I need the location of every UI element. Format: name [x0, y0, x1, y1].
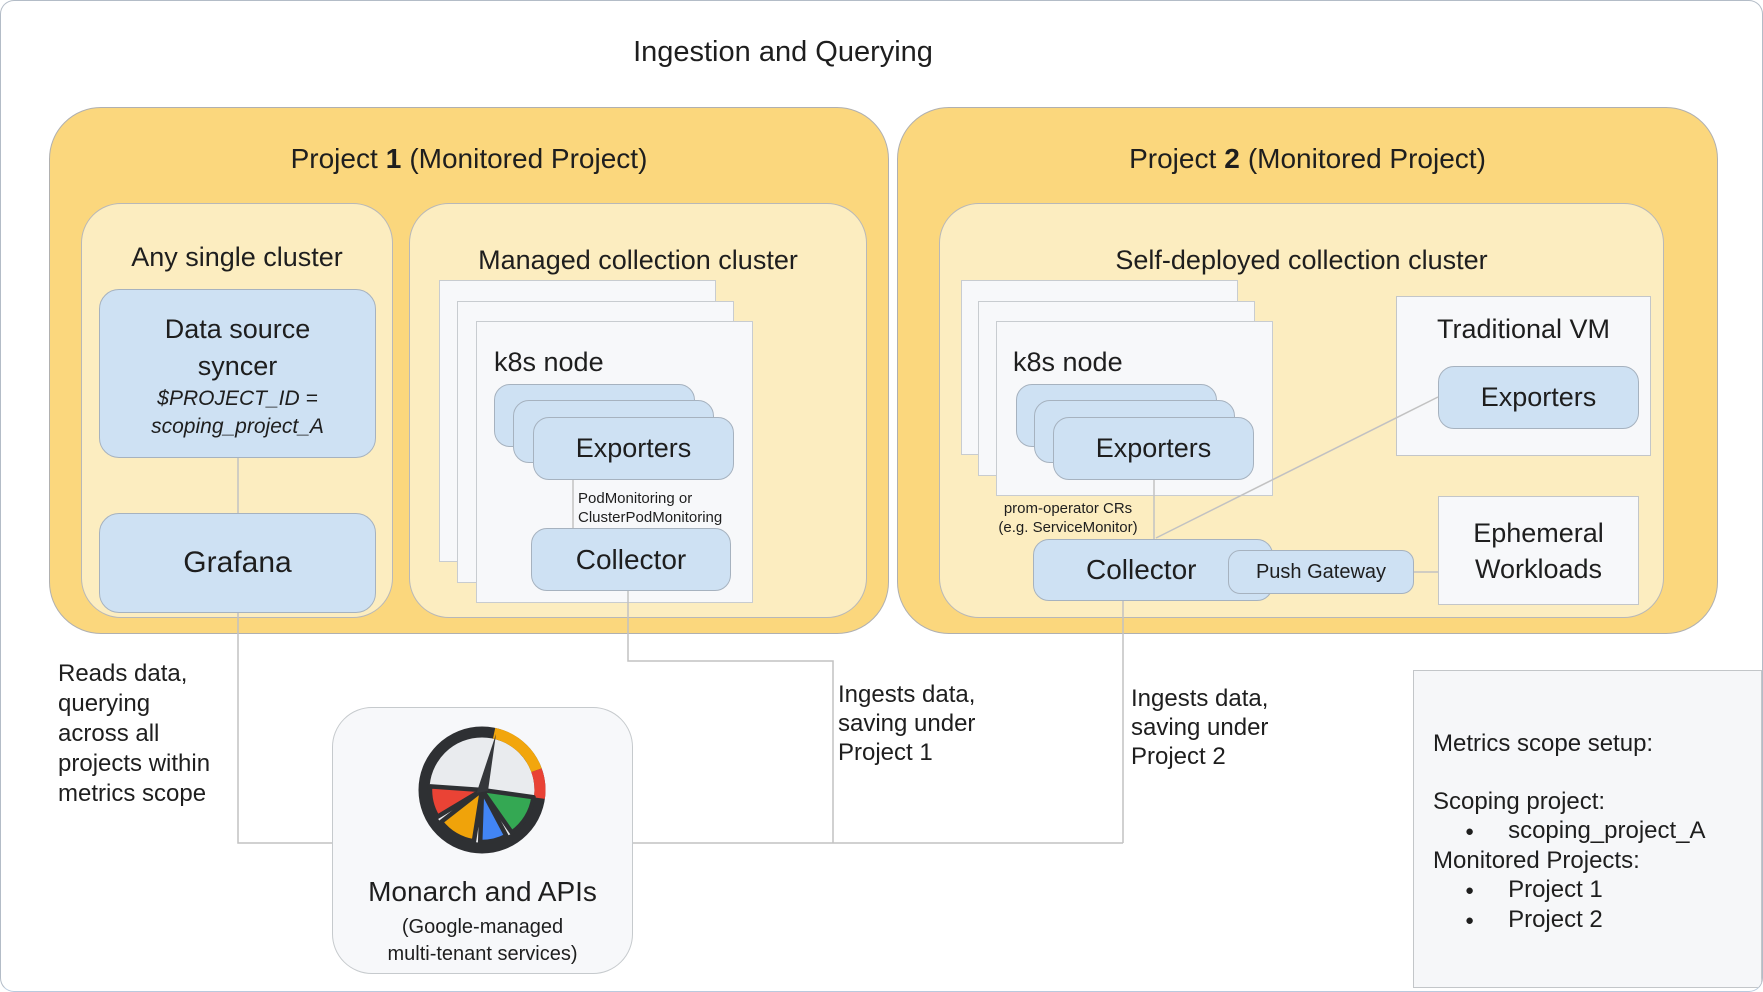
- monarch-subtitle-line2: multi-tenant services): [387, 943, 578, 965]
- p1-config-note-line2: ClusterPodMonitoring: [578, 508, 723, 526]
- grafana-to-monarch-line: [237, 613, 332, 844]
- ephemeral-workloads-line1: Ephemeral: [1473, 517, 1604, 548]
- data-source-syncer-title-line2: syncer: [197, 350, 278, 381]
- ingest-project2-line3: Project 2: [1131, 743, 1226, 770]
- metrics-scope-monitored-value-1: Project 1: [1508, 876, 1603, 903]
- data-source-syncer-title-line1: Data source: [164, 313, 311, 344]
- project1-label-suffix: (Monitored Project): [409, 143, 648, 174]
- reads-data-line5: metrics scope: [58, 780, 207, 807]
- traditional-vm-exporters-box: Exporters: [1438, 366, 1639, 429]
- monarch-title: Monarch and APIs: [368, 876, 597, 907]
- ingest-project1-line3: Project 1: [838, 739, 933, 766]
- reads-data-line3: across all: [58, 720, 160, 747]
- metrics-scope-monitored-label: Monitored Projects:: [1433, 847, 1640, 874]
- p2-collector-box: Collector: [1033, 539, 1273, 601]
- monitoring-gauge-icon: [418, 726, 546, 854]
- push-gateway-box: Push Gateway: [1228, 550, 1414, 594]
- p2-exporters-box-front: Exporters: [1053, 417, 1254, 480]
- ingest-project2-line2: saving under: [1131, 714, 1269, 741]
- ephemeral-workloads-line2: Workloads: [1474, 553, 1603, 584]
- project1-label-number: 1: [385, 143, 402, 174]
- data-source-syncer-param-line2: scoping_project_A: [151, 414, 324, 438]
- metrics-scope-box: [1413, 670, 1762, 988]
- ingest-project1-annotation: Ingests data, saving under Project 1: [838, 680, 975, 767]
- traditional-vm-label: Traditional VM: [1436, 314, 1611, 344]
- monarch-subtitle: (Google-managed multi-tenant services): [332, 914, 633, 968]
- ingest-project2-annotation: Ingests data, saving under Project 2: [1131, 684, 1268, 771]
- project2-label-suffix: (Monitored Project): [1247, 143, 1486, 174]
- bullet-icon: ●: [1465, 823, 1475, 840]
- data-source-syncer-box: Data source syncer $PROJECT_ID = scoping…: [99, 289, 376, 458]
- any-single-cluster-label: Any single cluster: [131, 242, 343, 272]
- grafana-box: Grafana: [99, 513, 376, 613]
- diagram-title: Ingestion and Querying: [633, 36, 933, 68]
- p2-config-note-line1: prom-operator CRs: [1003, 500, 1133, 517]
- metrics-scope-scoping-label: Scoping project:: [1433, 788, 1606, 815]
- project1-label-prefix: Project: [290, 143, 378, 174]
- ingest-project1-line1: Ingests data,: [838, 681, 976, 708]
- p2-config-note-line2: (e.g. ServiceMonitor): [998, 518, 1138, 536]
- metrics-scope-monitored-item-1: ● Project 1: [1433, 875, 1753, 905]
- bullet-icon: ●: [1465, 882, 1475, 899]
- self-deployed-cluster-label: Self-deployed collection cluster: [1115, 245, 1488, 275]
- project2-label-number: 2: [1224, 143, 1240, 174]
- p2-config-note: prom-operator CRs (e.g. ServiceMonitor): [983, 500, 1153, 537]
- p1-exporters-box-front: Exporters: [533, 417, 734, 480]
- p2-k8s-node-label: k8s node: [1013, 347, 1123, 377]
- data-source-syncer-param-line1: $PROJECT_ID =: [157, 386, 318, 410]
- p1-config-note-line1: PodMonitoring or: [578, 490, 693, 507]
- bullet-icon: ●: [1465, 912, 1475, 929]
- p1-collector-box: Collector: [531, 528, 731, 591]
- metrics-scope-monitored-item-2: ● Project 2: [1433, 905, 1753, 935]
- reads-data-line1: Reads data,: [58, 660, 188, 687]
- ephemeral-workloads-box: Ephemeral Workloads: [1438, 496, 1639, 605]
- p1-config-note: PodMonitoring or ClusterPodMonitoring: [578, 490, 722, 527]
- metrics-scope-scoping-item: ● scoping_project_A: [1433, 816, 1753, 846]
- monarch-subtitle-line1: (Google-managed: [401, 916, 564, 938]
- metrics-scope-title: Metrics scope setup:: [1433, 730, 1654, 757]
- metrics-scope-content: Metrics scope setup: Scoping project: ● s…: [1433, 729, 1753, 935]
- managed-collection-cluster-label: Managed collection cluster: [478, 245, 798, 275]
- reads-data-line2: querying: [58, 690, 151, 717]
- reads-data-line4: projects within: [58, 750, 211, 777]
- reads-data-annotation: Reads data, querying across all projects…: [58, 659, 210, 809]
- metrics-scope-scoping-value: scoping_project_A: [1508, 817, 1706, 844]
- p1-k8s-node-label: k8s node: [494, 347, 604, 377]
- project2-label-prefix: Project: [1129, 143, 1217, 174]
- ingest-project2-line1: Ingests data,: [1131, 685, 1269, 712]
- metrics-scope-monitored-value-2: Project 2: [1508, 906, 1603, 933]
- ingest-project1-line2: saving under: [838, 710, 976, 737]
